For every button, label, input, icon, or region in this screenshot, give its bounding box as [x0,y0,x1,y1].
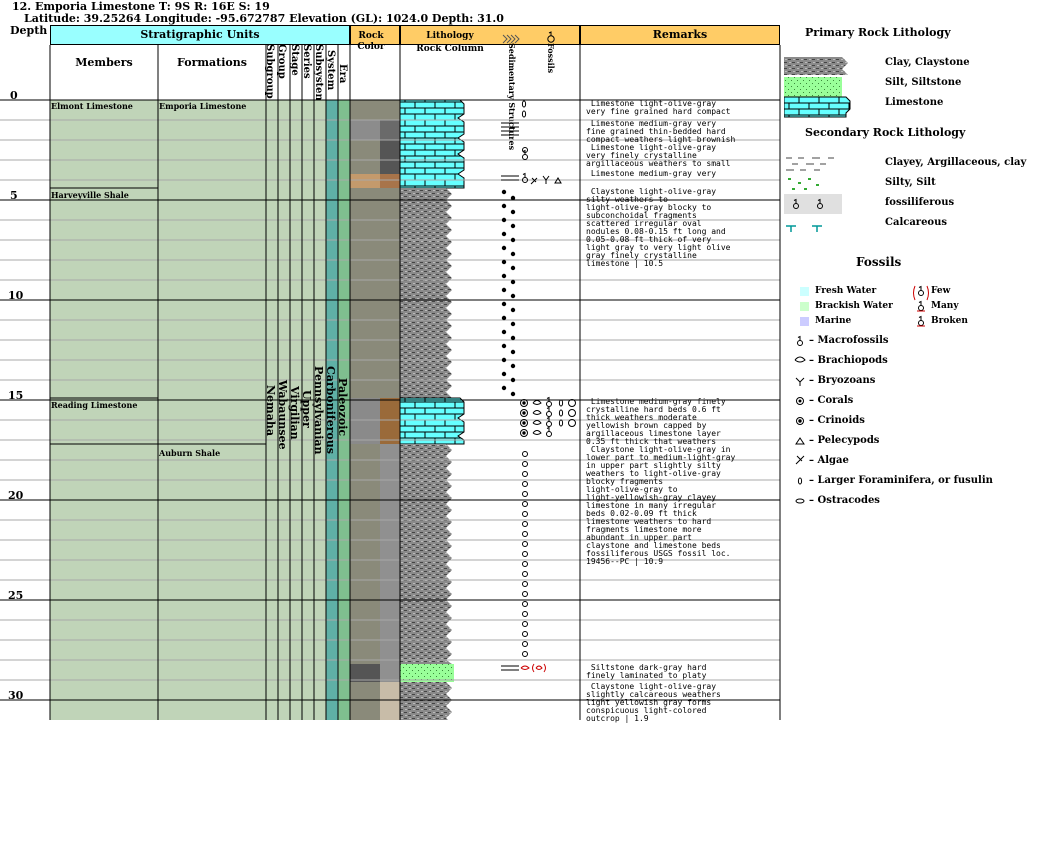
abundance-icons [913,285,929,327]
rock-column-label: Rock Column [416,44,484,54]
remark-entry: Limestone medium-gray very [586,169,717,178]
brackish-water-swatch [800,302,809,311]
legend-foraminifera: – Larger Foraminifera, or fusulin [809,475,993,486]
location-line: Latitude: 39.25264 Longitude: -95.672787… [24,12,504,25]
legend-bryozoans: – Bryozoans [809,375,876,386]
formation-label: Auburn Shale [159,448,221,458]
depth-tick: 30 [8,689,24,702]
remark-entry: Limestone medium-gray very fine grained … [586,119,736,144]
depth-tick: 25 [8,589,24,602]
series-value: Upper [300,390,313,428]
remark-entry: Limestone medium-gray finely crystalline… [586,397,726,446]
legend-fresh-water: Fresh Water [815,286,877,296]
member-label: Reading Limestone [51,400,138,410]
primary-swatches [784,57,851,118]
era-value: Paleozoic [336,378,349,437]
fresh-water-swatch [800,287,809,296]
members-label: Members [75,56,133,69]
log-graphic [0,45,781,720]
lithology-header-band [400,25,580,45]
formations-label: Formations [177,56,247,69]
legend-calcareous: Calcareous [885,217,948,228]
remarks-label: Remarks [652,28,708,41]
subgroup-label: Subgroup [264,44,275,99]
legend-clayey: Clayey, Argillaceous, clay [885,157,1027,168]
legend-few: Few [931,286,951,296]
secondary-lithology-title: Secondary Rock Lithology [805,126,966,139]
subgroup-value: Nemaha [264,385,277,436]
strat-units-label: Stratigraphic Units [140,28,260,41]
legend-fossiliferous: fossiliferous [885,197,955,208]
legend-siltstone: Silt, Siltstone [885,77,962,88]
depth-tick: 10 [8,289,24,302]
legend-marine: Marine [815,316,852,326]
rock-color-header-band [350,25,400,45]
depth-tick: 15 [8,389,24,402]
fossils-title: Fossils [856,255,902,269]
fossil-type-icons [794,335,806,504]
member-label: Harveyville Shale [51,190,129,200]
depth-column-title: Depth [10,24,48,37]
subsystem-label: Subsystem [313,44,324,105]
era-label: Era [337,64,348,84]
legend-many: Many [931,301,959,311]
system-label: System [325,50,336,91]
legend-crinoids: – Crinoids [809,415,865,426]
legend-limestone: Limestone [885,97,944,108]
depth-tick: 5 [10,189,18,202]
depth-tick: 20 [8,489,24,502]
legend-brachiopods: – Brachiopods [809,355,888,366]
fossils-header-icon [546,28,556,47]
remark-entry: Limestone light-olive-gray very fine gra… [586,99,731,116]
strat-units-header: Stratigraphic Units [50,25,350,45]
legend-brackish-water: Brackish Water [815,301,893,311]
group-label: Group [276,44,287,79]
remark-entry: Claystone light-olive-gray silty weather… [586,187,731,268]
rock-color-label: Rock Color [357,31,385,52]
marine-swatch [800,317,809,326]
remarks-header-band: Remarks [580,25,780,45]
sedimentary-structures-label: Sedimentary Structures [507,43,517,151]
remark-entry: Siltstone dark-gray hard finely laminate… [586,663,707,680]
legend-corals: – Corals [809,395,854,406]
fossils-column-label: Fossils [546,43,556,74]
depth-tick: 0 [10,89,18,102]
stage-label: Stage [289,44,300,76]
legend-ostracodes: – Ostracodes [809,495,880,506]
legend-claystone: Clay, Claystone [885,57,970,68]
member-label: Elmont Limestone [51,101,133,111]
series-label: Series [301,44,312,79]
sedimentary-structures-icon [502,29,520,48]
remark-entry: Claystone light-olive-gray slightly calc… [586,682,721,723]
section-title: 12. Emporia Limestone T: 9S R: 16E S: 19 [12,0,270,13]
formation-label: Emporia Limestone [159,101,247,111]
secondary-swatches [784,157,842,232]
group-value: Wabaunsee [276,380,289,450]
legend-broken: Broken [931,316,968,326]
legend-macrofossils: – Macrofossils [809,335,889,346]
stage-value: Virgilian [288,386,301,440]
legend-pelecypods: – Pelecypods [809,435,880,446]
remark-entry: Limestone light-olive-gray very finely c… [586,143,731,168]
primary-lithology-title: Primary Rock Lithology [805,26,951,39]
lithology-label: Lithology [426,31,474,41]
system-value: Carboniferous [324,366,337,454]
legend-silty: Silty, Silt [885,177,936,188]
remark-entry: Claystone light-olive-gray in lower part… [586,445,736,566]
legend-algae: – Algae [809,455,849,466]
subsystem-value: Pennsylvanian [312,366,325,455]
